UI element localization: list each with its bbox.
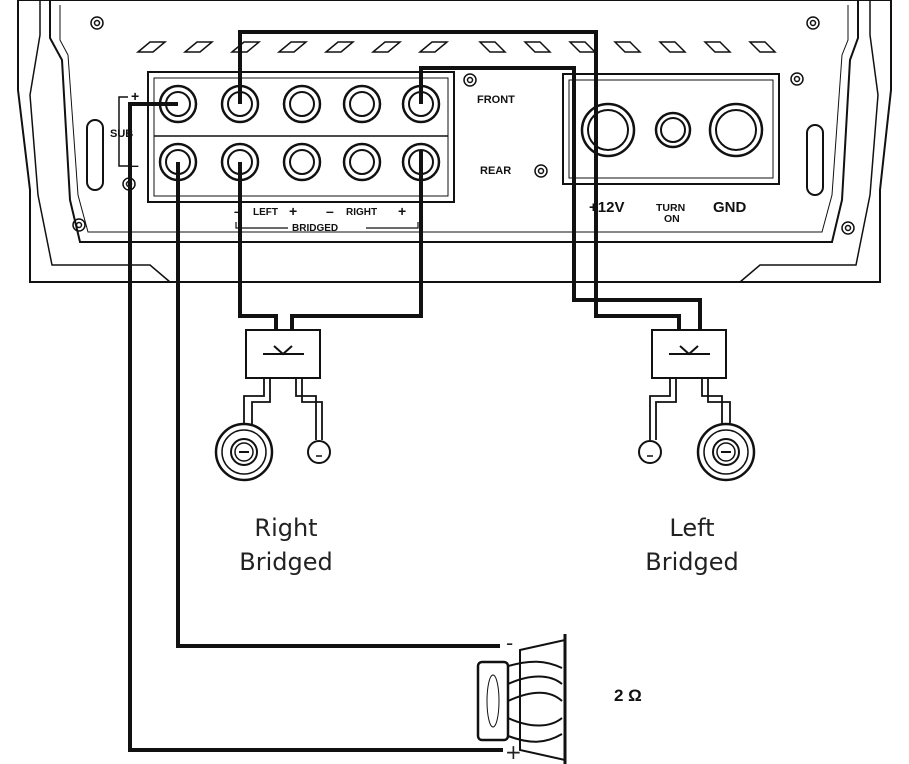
right-speaker-leads — [243, 378, 323, 440]
wire-left-bridged-a — [238, 30, 681, 330]
bridged-label: BRIDGED — [292, 223, 338, 234]
amplifier-chassis — [17, 0, 892, 283]
terminal-front-3 — [282, 84, 322, 124]
vent-slots — [135, 41, 777, 53]
right-caption-line1: Right — [254, 514, 317, 542]
left-speaker-leads — [649, 378, 731, 440]
sub-minus-sign: – — [131, 157, 139, 173]
terminal-rear-4 — [342, 142, 382, 182]
wire-sub-minus — [176, 162, 500, 648]
left-tweeter-icon — [638, 440, 662, 464]
right-woofer-icon — [214, 422, 274, 482]
speaker-terminal-block — [147, 71, 455, 203]
wire-sub-plus — [128, 102, 503, 752]
left-crossover — [651, 329, 727, 379]
terminal-front-4 — [342, 84, 382, 124]
mounting-screws — [72, 16, 855, 235]
sub-bracket — [118, 96, 128, 167]
front-terminals — [158, 84, 441, 124]
bridge-left-label: LEFT — [253, 207, 278, 218]
bridge-right-plus: + — [398, 203, 406, 219]
right-tweeter-icon — [307, 440, 331, 464]
ground-terminal — [708, 102, 764, 158]
sub-label: SUB — [110, 128, 133, 140]
power-terminal-block — [562, 73, 780, 185]
bridge-right-label: RIGHT — [346, 207, 377, 218]
rear-terminals — [158, 142, 441, 182]
left-woofer-icon — [696, 422, 756, 482]
right-caption-line2: Bridged — [239, 548, 332, 576]
gnd-label: GND — [713, 199, 747, 216]
right-crossover — [245, 329, 321, 379]
terminal-rear-3 — [282, 142, 322, 182]
bridge-right-minus: – — [326, 203, 334, 219]
bridge-left-plus: + — [289, 203, 297, 219]
sub-plus-label: + — [505, 740, 522, 764]
sub-minus-label: - — [506, 631, 513, 655]
sub-plus-sign: + — [131, 88, 139, 104]
wires — [128, 30, 702, 752]
on-label: ON — [664, 213, 680, 225]
turn-label: TURN — [656, 202, 685, 214]
rear-label: REAR — [480, 165, 511, 177]
sub-impedance-label: 2 Ω — [614, 686, 642, 705]
wire-left-bridged-b — [421, 66, 702, 330]
power-12v-terminal — [580, 102, 636, 158]
front-label: FRONT — [477, 94, 515, 106]
side-slots — [86, 119, 824, 196]
bridged-bracket — [235, 222, 419, 229]
remote-turn-on-terminal — [654, 111, 692, 149]
left-caption-line1: Left — [669, 514, 714, 542]
subwoofer-icon — [476, 634, 567, 764]
left-caption-line2: Bridged — [645, 548, 738, 576]
wire-right-bridged-minus — [238, 162, 278, 330]
